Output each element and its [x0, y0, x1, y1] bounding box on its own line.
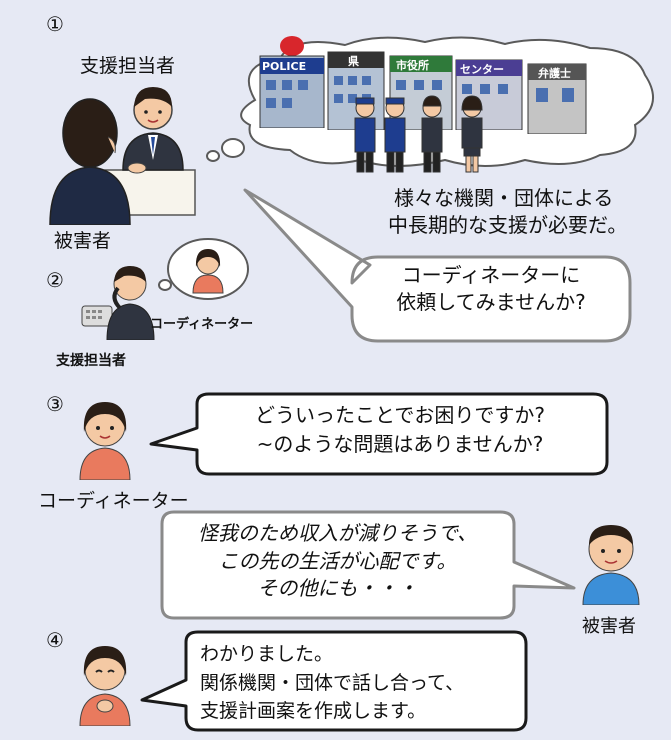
- answer-line-2: この先の生活が心配です。: [218, 548, 457, 573]
- step3-coordinator-label: コーディネーター: [38, 490, 189, 512]
- coordinator-thought-bubble: [158, 238, 249, 300]
- suggestion-line-1: コーディネーターに: [401, 263, 581, 287]
- lawyer-building: 弁護士: [526, 62, 588, 138]
- step2-supporter-label: 支援担当者: [56, 353, 126, 369]
- answer-bubble: 怪我のため収入が減りそうで、 この先の生活が心配です。 その他にも・・・: [175, 520, 500, 603]
- question-bubble: どういったことでお困りですか? ~のような問題はありませんか?: [200, 401, 600, 459]
- step2-number: ②: [46, 268, 64, 292]
- reply-bubble: わかりました。 関係機関・団体で話し合って、 支援計画案を作成します。: [200, 640, 464, 726]
- lawyer-sign: 弁護士: [538, 67, 571, 80]
- question-line-2: ~のような問題はありませんか?: [256, 432, 544, 456]
- coordinator-figure-2: [79, 646, 131, 726]
- coordinator-figure-1: [79, 402, 131, 480]
- thought-line-1: 様々な機関・団体による: [394, 186, 614, 210]
- step1-number: ①: [46, 12, 64, 36]
- city-hall-sign: 市役所: [396, 59, 429, 72]
- phone-call-illustration: [81, 266, 155, 340]
- suggestion-bubble: コーディネーターに 依頼してみませんか?: [352, 262, 630, 316]
- reply-line-2: 関係機関・団体で話し合って、: [200, 671, 465, 694]
- desk-meeting-illustration: [49, 87, 196, 225]
- police-building: POLICE: [258, 36, 326, 132]
- answer-line-3: その他にも・・・: [257, 576, 418, 601]
- agency-staff-group: [354, 95, 483, 173]
- answer-line-1: 怪我のため収入が減りそうで、: [197, 521, 478, 545]
- step4-number: ④: [46, 628, 64, 652]
- center-sign: センター: [460, 63, 504, 76]
- step3-number: ③: [46, 392, 64, 416]
- victim-figure-back: [49, 98, 131, 225]
- victim-figure: [582, 525, 640, 605]
- suggestion-bubble-shape: [243, 188, 632, 343]
- prefecture-sign: 県: [348, 55, 359, 68]
- answer-bubble-shape: [160, 510, 576, 620]
- reply-bubble-shape: [140, 630, 528, 732]
- suggestion-line-2: 依頼してみませんか?: [396, 290, 586, 314]
- step2-coordinator-label: コーディネーター: [150, 317, 254, 332]
- step3-victim-label: 被害者: [582, 616, 636, 637]
- reply-line-3: 支援計画案を作成します。: [200, 700, 427, 722]
- police-sign: POLICE: [262, 60, 307, 73]
- step1-supporter-label: 支援担当者: [80, 55, 176, 77]
- thought-line-2: 中長期的な支援が必要だ。: [388, 213, 628, 237]
- question-line-1: どういったことでお困りですか?: [254, 403, 545, 427]
- step1-victim-label: 被害者: [54, 230, 112, 252]
- supporter-figure: [122, 87, 184, 174]
- question-bubble-shape: [149, 392, 609, 476]
- reply-line-1: わかりました。: [200, 643, 334, 665]
